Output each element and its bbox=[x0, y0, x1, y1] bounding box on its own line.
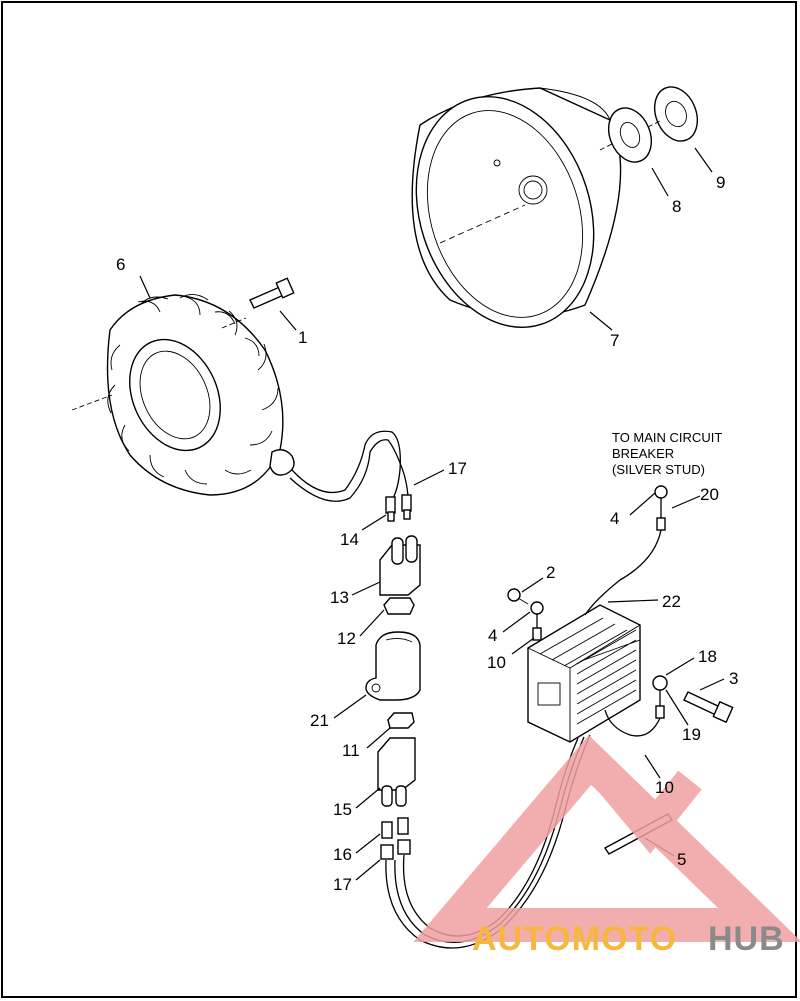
watermark-text-automoto: AUTOMOTO bbox=[472, 920, 677, 958]
callout-3: 3 bbox=[729, 669, 738, 688]
connector-13 bbox=[379, 535, 421, 596]
callout-15: 15 bbox=[333, 800, 352, 819]
note-line-2: BREAKER bbox=[612, 446, 674, 461]
regulator-wires bbox=[530, 485, 668, 737]
washer-9 bbox=[653, 86, 699, 142]
callout-20: 20 bbox=[700, 485, 719, 504]
callout-12: 12 bbox=[337, 629, 356, 648]
bolt-1 bbox=[249, 277, 295, 309]
lock-11 bbox=[387, 712, 415, 729]
callout-16: 16 bbox=[333, 845, 352, 864]
bolt-3 bbox=[683, 691, 734, 724]
callout-2: 2 bbox=[546, 563, 555, 582]
callout-10-upper: 10 bbox=[487, 653, 506, 672]
stator-wires bbox=[269, 430, 409, 502]
circuit-breaker-note: TO MAIN CIRCUIT BREAKER (SILVER STUD) bbox=[612, 430, 722, 477]
callout-8: 8 bbox=[672, 197, 681, 216]
callout-1: 1 bbox=[298, 328, 307, 347]
note-line-3: (SILVER STUD) bbox=[612, 462, 705, 477]
rotor bbox=[411, 87, 622, 328]
voltage-regulator bbox=[527, 604, 641, 743]
terminal-14 bbox=[385, 494, 412, 522]
callout-21: 21 bbox=[310, 711, 329, 730]
callout-labels: 1 2 3 4 4 5 6 7 8 9 10 10 11 12 13 14 15… bbox=[116, 173, 738, 894]
callout-11: 11 bbox=[342, 741, 360, 760]
watermark-text-hub: HUB bbox=[708, 920, 785, 958]
callout-17-lower: 17 bbox=[333, 875, 352, 894]
lock-12 bbox=[383, 597, 415, 615]
callout-7: 7 bbox=[610, 331, 619, 350]
watermark-logo bbox=[413, 735, 800, 942]
callout-14: 14 bbox=[340, 530, 359, 549]
stator bbox=[71, 294, 284, 496]
callout-10-lower: 10 bbox=[655, 778, 674, 797]
screw-2 bbox=[507, 588, 529, 605]
leader-lines bbox=[139, 147, 725, 881]
note-line-1: TO MAIN CIRCUIT bbox=[612, 430, 722, 445]
callout-17-upper: 17 bbox=[448, 459, 467, 478]
clip-21 bbox=[365, 631, 421, 701]
callout-18: 18 bbox=[698, 647, 717, 666]
washer-8 bbox=[607, 107, 653, 163]
watermark-text: AUTOMOTO HUB bbox=[472, 920, 785, 958]
callout-22: 22 bbox=[662, 592, 681, 611]
callout-19: 19 bbox=[682, 725, 701, 744]
callout-13: 13 bbox=[330, 588, 349, 607]
connector-15 bbox=[377, 737, 416, 807]
callout-6: 6 bbox=[116, 255, 125, 274]
terminals-16-17 bbox=[380, 817, 411, 860]
callout-5: 5 bbox=[677, 850, 686, 869]
callout-4-lower: 4 bbox=[488, 626, 497, 645]
callout-9: 9 bbox=[716, 173, 725, 192]
callout-4-upper: 4 bbox=[610, 509, 619, 528]
